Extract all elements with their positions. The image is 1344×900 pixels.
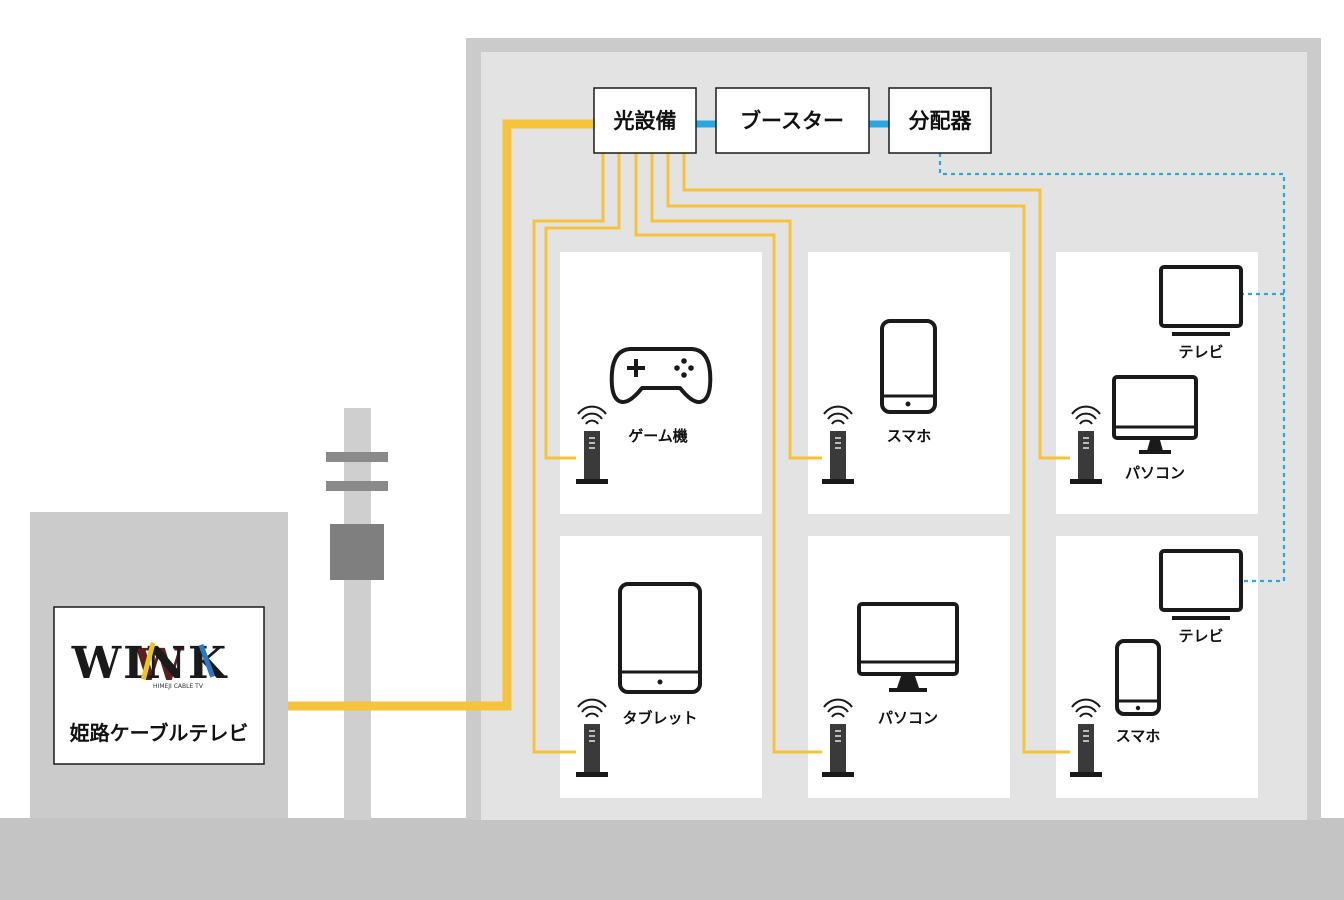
smartphone-icon bbox=[880, 319, 937, 414]
device-label: テレビ bbox=[1178, 627, 1223, 645]
device-label: パソコン bbox=[878, 709, 938, 727]
station-name: 姫路ケーブルテレビ bbox=[70, 721, 249, 745]
device-label: タブレット bbox=[622, 709, 697, 727]
game-controller-icon bbox=[609, 347, 713, 405]
svg-text:HIMEJI CABLE TV: HIMEJI CABLE TV bbox=[153, 683, 204, 690]
svg-text:ブースター: ブースター bbox=[740, 109, 844, 133]
tv-icon bbox=[1159, 265, 1243, 336]
svg-text:分配器: 分配器 bbox=[909, 109, 973, 133]
svg-text:W: W bbox=[133, 640, 184, 691]
device-label: スマホ bbox=[887, 427, 932, 445]
device-label: ゲーム機 bbox=[628, 427, 688, 445]
svg-text:光設備: 光設備 bbox=[613, 109, 677, 133]
tablet-icon bbox=[618, 582, 702, 694]
fiber-main-line bbox=[288, 119, 594, 711]
booster: ブースター bbox=[715, 87, 870, 154]
ground bbox=[0, 818, 1344, 900]
desktop-pc-icon bbox=[857, 602, 959, 692]
cable-station: W WINK HIMEJI CABLE TV 姫路ケーブルテレビ bbox=[30, 512, 288, 818]
fiber-equipment: 光設備 bbox=[593, 87, 697, 154]
fiber-house-lines bbox=[532, 153, 1070, 754]
desktop-pc-icon bbox=[1112, 375, 1198, 454]
device-label: テレビ bbox=[1178, 343, 1223, 361]
splitter: 分配器 bbox=[888, 87, 992, 154]
tv-icon bbox=[1159, 549, 1243, 620]
wink-logo: W WINK HIMEJI CABLE TV bbox=[71, 638, 226, 691]
utility-pole bbox=[326, 408, 388, 820]
coax-lines bbox=[696, 120, 1286, 583]
smartphone-icon bbox=[1115, 639, 1161, 716]
device-label: スマホ bbox=[1116, 727, 1161, 745]
device-label: パソコン bbox=[1125, 464, 1185, 482]
